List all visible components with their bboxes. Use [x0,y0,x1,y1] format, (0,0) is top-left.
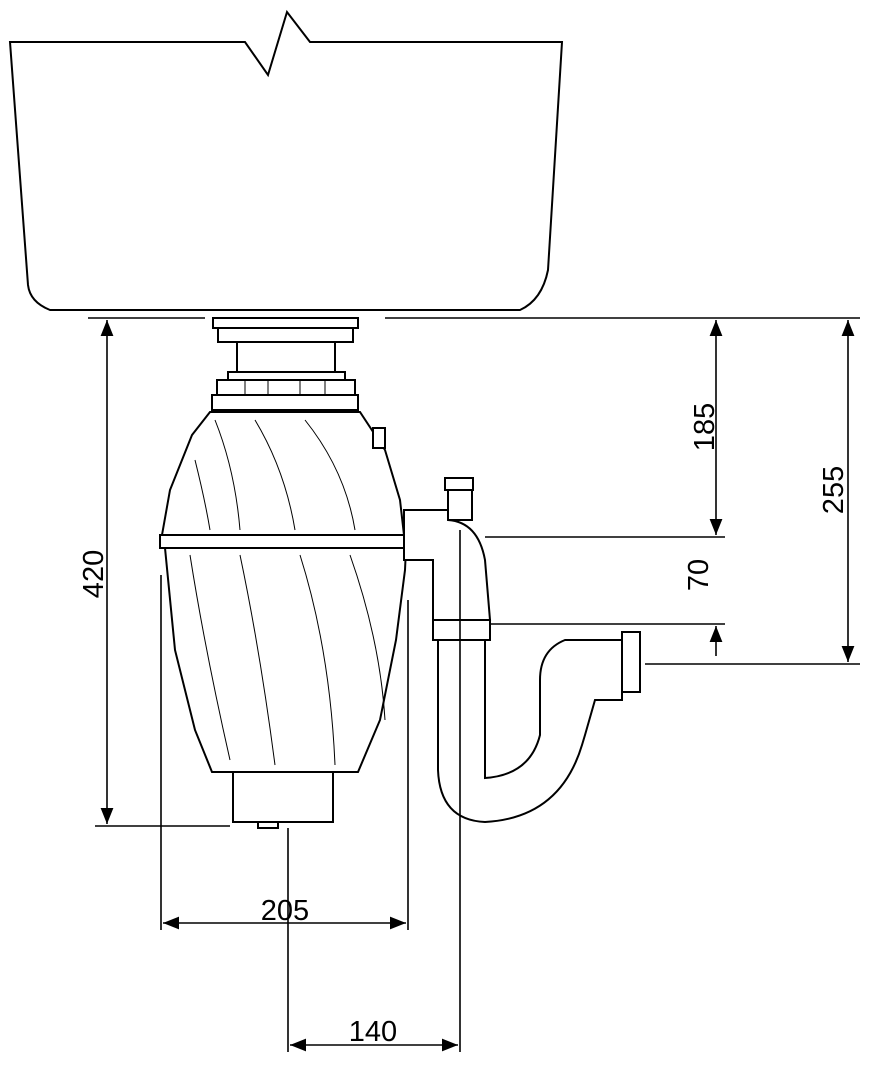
dimension-185: 185 [485,320,725,538]
dimension-70: 70 [490,559,725,656]
dimension-140: 140 [287,530,461,1052]
sink-basin [8,9,564,311]
dimension-label-185: 185 [689,403,721,451]
dimension-label-70: 70 [683,559,715,591]
mount-assembly [211,317,359,411]
dimension-205: 205 [160,575,409,930]
dimension-420: 420 [78,320,230,827]
dimension-label-420: 420 [78,550,110,598]
disposer-body [159,411,408,829]
dimension-label-140: 140 [349,1016,397,1048]
dimension-label-255: 255 [818,466,850,514]
dimension-label-205: 205 [261,895,309,927]
dimension-255: 255 [645,320,860,665]
drain-trap [403,477,641,824]
